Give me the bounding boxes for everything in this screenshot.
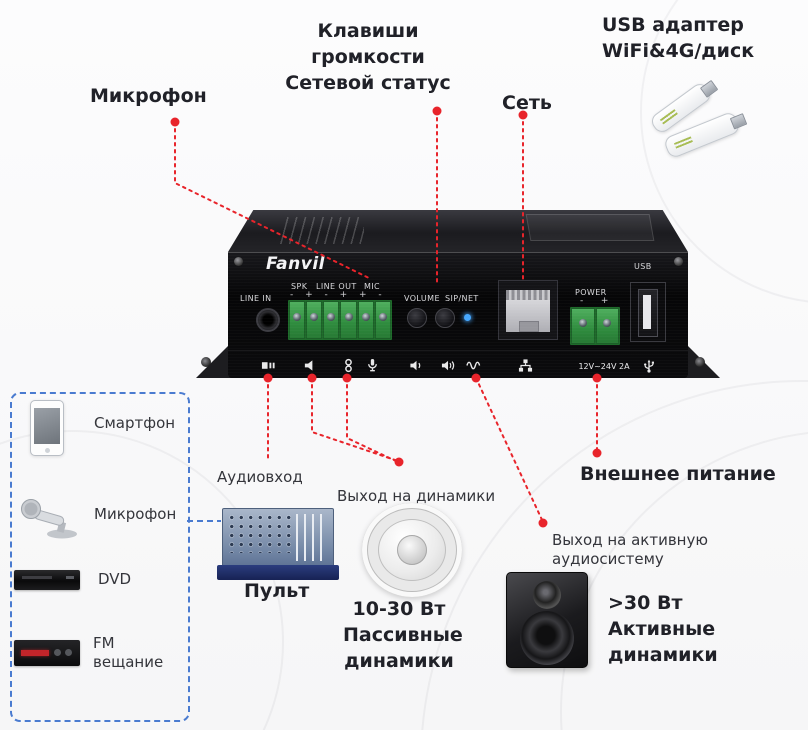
fm-radio-image (14, 640, 80, 666)
smartphone-image (30, 400, 64, 456)
connector-speaker-output (307, 373, 404, 467)
terminal-cell (323, 301, 340, 339)
dongle-logo (659, 109, 678, 125)
usb-tongue (643, 295, 651, 329)
label-speaker-output: Выход на динамики (337, 487, 496, 505)
device-front-panel: Fanvil LINE IN SPK LINE OUT MIC - + - + … (228, 252, 688, 378)
terminal-cell (340, 301, 357, 339)
speaker-loud-icon (441, 360, 455, 371)
line-in-jack (256, 308, 280, 332)
label-dvd: DVD (98, 570, 132, 588)
power-terminal-block (570, 307, 620, 345)
power-label: POWER (575, 288, 607, 297)
label-passive-block: 10-30 Вт Пассивные динамики (338, 596, 463, 674)
label-usb-adapter: USB адаптер WiFi&4G/диск (602, 14, 755, 62)
dvd-player-image (14, 570, 80, 590)
label-fm: FM вещание (93, 634, 164, 671)
label-microphone: Микрофон (90, 85, 207, 107)
spk-label: SPK (291, 282, 308, 291)
sip-net-led (464, 314, 471, 321)
line-out-label: LINE OUT (316, 282, 357, 291)
terminal-cell (374, 301, 391, 339)
phone-home-button (44, 447, 50, 453)
terminal-cell (357, 301, 374, 339)
dvd-tray (22, 576, 52, 579)
terminal-cell (595, 308, 619, 344)
volume-down-button (407, 308, 427, 328)
mixer-image (217, 508, 339, 580)
panel-screw (674, 257, 683, 266)
vent-lines (280, 217, 364, 244)
volume-up-button (435, 308, 455, 328)
label-active-output: Выход на активную аудиосистему (552, 531, 708, 568)
top-plate (525, 214, 655, 241)
device-top-face (228, 210, 688, 252)
flange-screw-hole (695, 357, 705, 367)
panel-screw (234, 257, 243, 266)
label-volume-status-block: Клавиши громкости Сетевой статус (283, 18, 453, 96)
terminal-cell (289, 301, 306, 339)
flange-screw-hole (201, 357, 211, 367)
dongle-logo (673, 136, 693, 149)
speaker-tweeter (533, 581, 561, 609)
label-source-microphone: Микрофон (94, 505, 177, 523)
ceiling-speaker-image (362, 503, 462, 597)
speaker-woofer (520, 611, 574, 665)
label-active-power: >30 Вт (608, 592, 683, 614)
ethernet-port (498, 280, 558, 340)
fm-knob (54, 649, 61, 656)
active-speaker-image (506, 572, 588, 668)
mixer-knobs (227, 513, 291, 553)
speaker-dome (397, 535, 427, 565)
volume-label: VOLUME (404, 294, 440, 303)
power-polarity-marks: - + (580, 296, 609, 306)
label-smartphone: Смартфон (94, 414, 176, 432)
sip-net-label: SIP/NET (445, 294, 479, 303)
terminal-polarity-marks: - + - + + - (290, 290, 384, 300)
label-audio-input: Аудиовход (217, 468, 303, 486)
usb-icon (644, 359, 654, 373)
usb-port (630, 282, 666, 342)
speaker-terminal-block (288, 300, 392, 340)
speaker-wave-icon (410, 360, 421, 371)
line-in-label: LINE IN (240, 294, 272, 303)
fm-knob (65, 649, 72, 656)
power-spec-text: 12V~24V 2A (578, 362, 630, 371)
waveform-icon (466, 361, 481, 370)
terminal-cell (571, 308, 595, 344)
label-network-status: Сетевой статус (285, 72, 451, 94)
label-volume-keys: Клавиши громкости (311, 20, 425, 68)
label-passive-power: 10-30 Вт (352, 598, 446, 620)
label-active-speakers: Активные динамики (608, 618, 718, 666)
icon-strip: 12V~24V 2A (228, 350, 688, 379)
network-icon (518, 359, 533, 372)
phone-screen (34, 408, 60, 444)
terminal-cell (306, 301, 323, 339)
fm-display (21, 650, 49, 656)
label-network: Сеть (502, 92, 552, 114)
connector-audio-input (263, 373, 273, 463)
microphone-image (21, 499, 77, 539)
label-mixer: Пульт (244, 580, 310, 602)
rj45-pins (506, 290, 550, 300)
mixer-base (217, 565, 339, 580)
speaker-icon (304, 360, 313, 371)
spk-terminals-icon (345, 358, 352, 373)
brand-logo: Fanvil (266, 254, 325, 274)
label-active-block: >30 Вт Активные динамики (608, 590, 743, 668)
dvd-led (66, 576, 74, 579)
rj45-notch (519, 321, 539, 332)
audio-sources-box (10, 392, 190, 722)
line-in-icon (261, 362, 275, 369)
mic-icon (368, 358, 377, 372)
mixer-faders (296, 514, 328, 561)
label-external-power: Внешнее питание (580, 463, 776, 485)
fanvil-paging-gateway: Fanvil LINE IN SPK LINE OUT MIC - + - + … (196, 210, 720, 378)
usb-label: USB (634, 262, 652, 271)
label-passive-speakers: Пассивные динамики (343, 624, 463, 672)
mixer-panel (222, 508, 334, 568)
mic-label: MIC (364, 282, 381, 291)
